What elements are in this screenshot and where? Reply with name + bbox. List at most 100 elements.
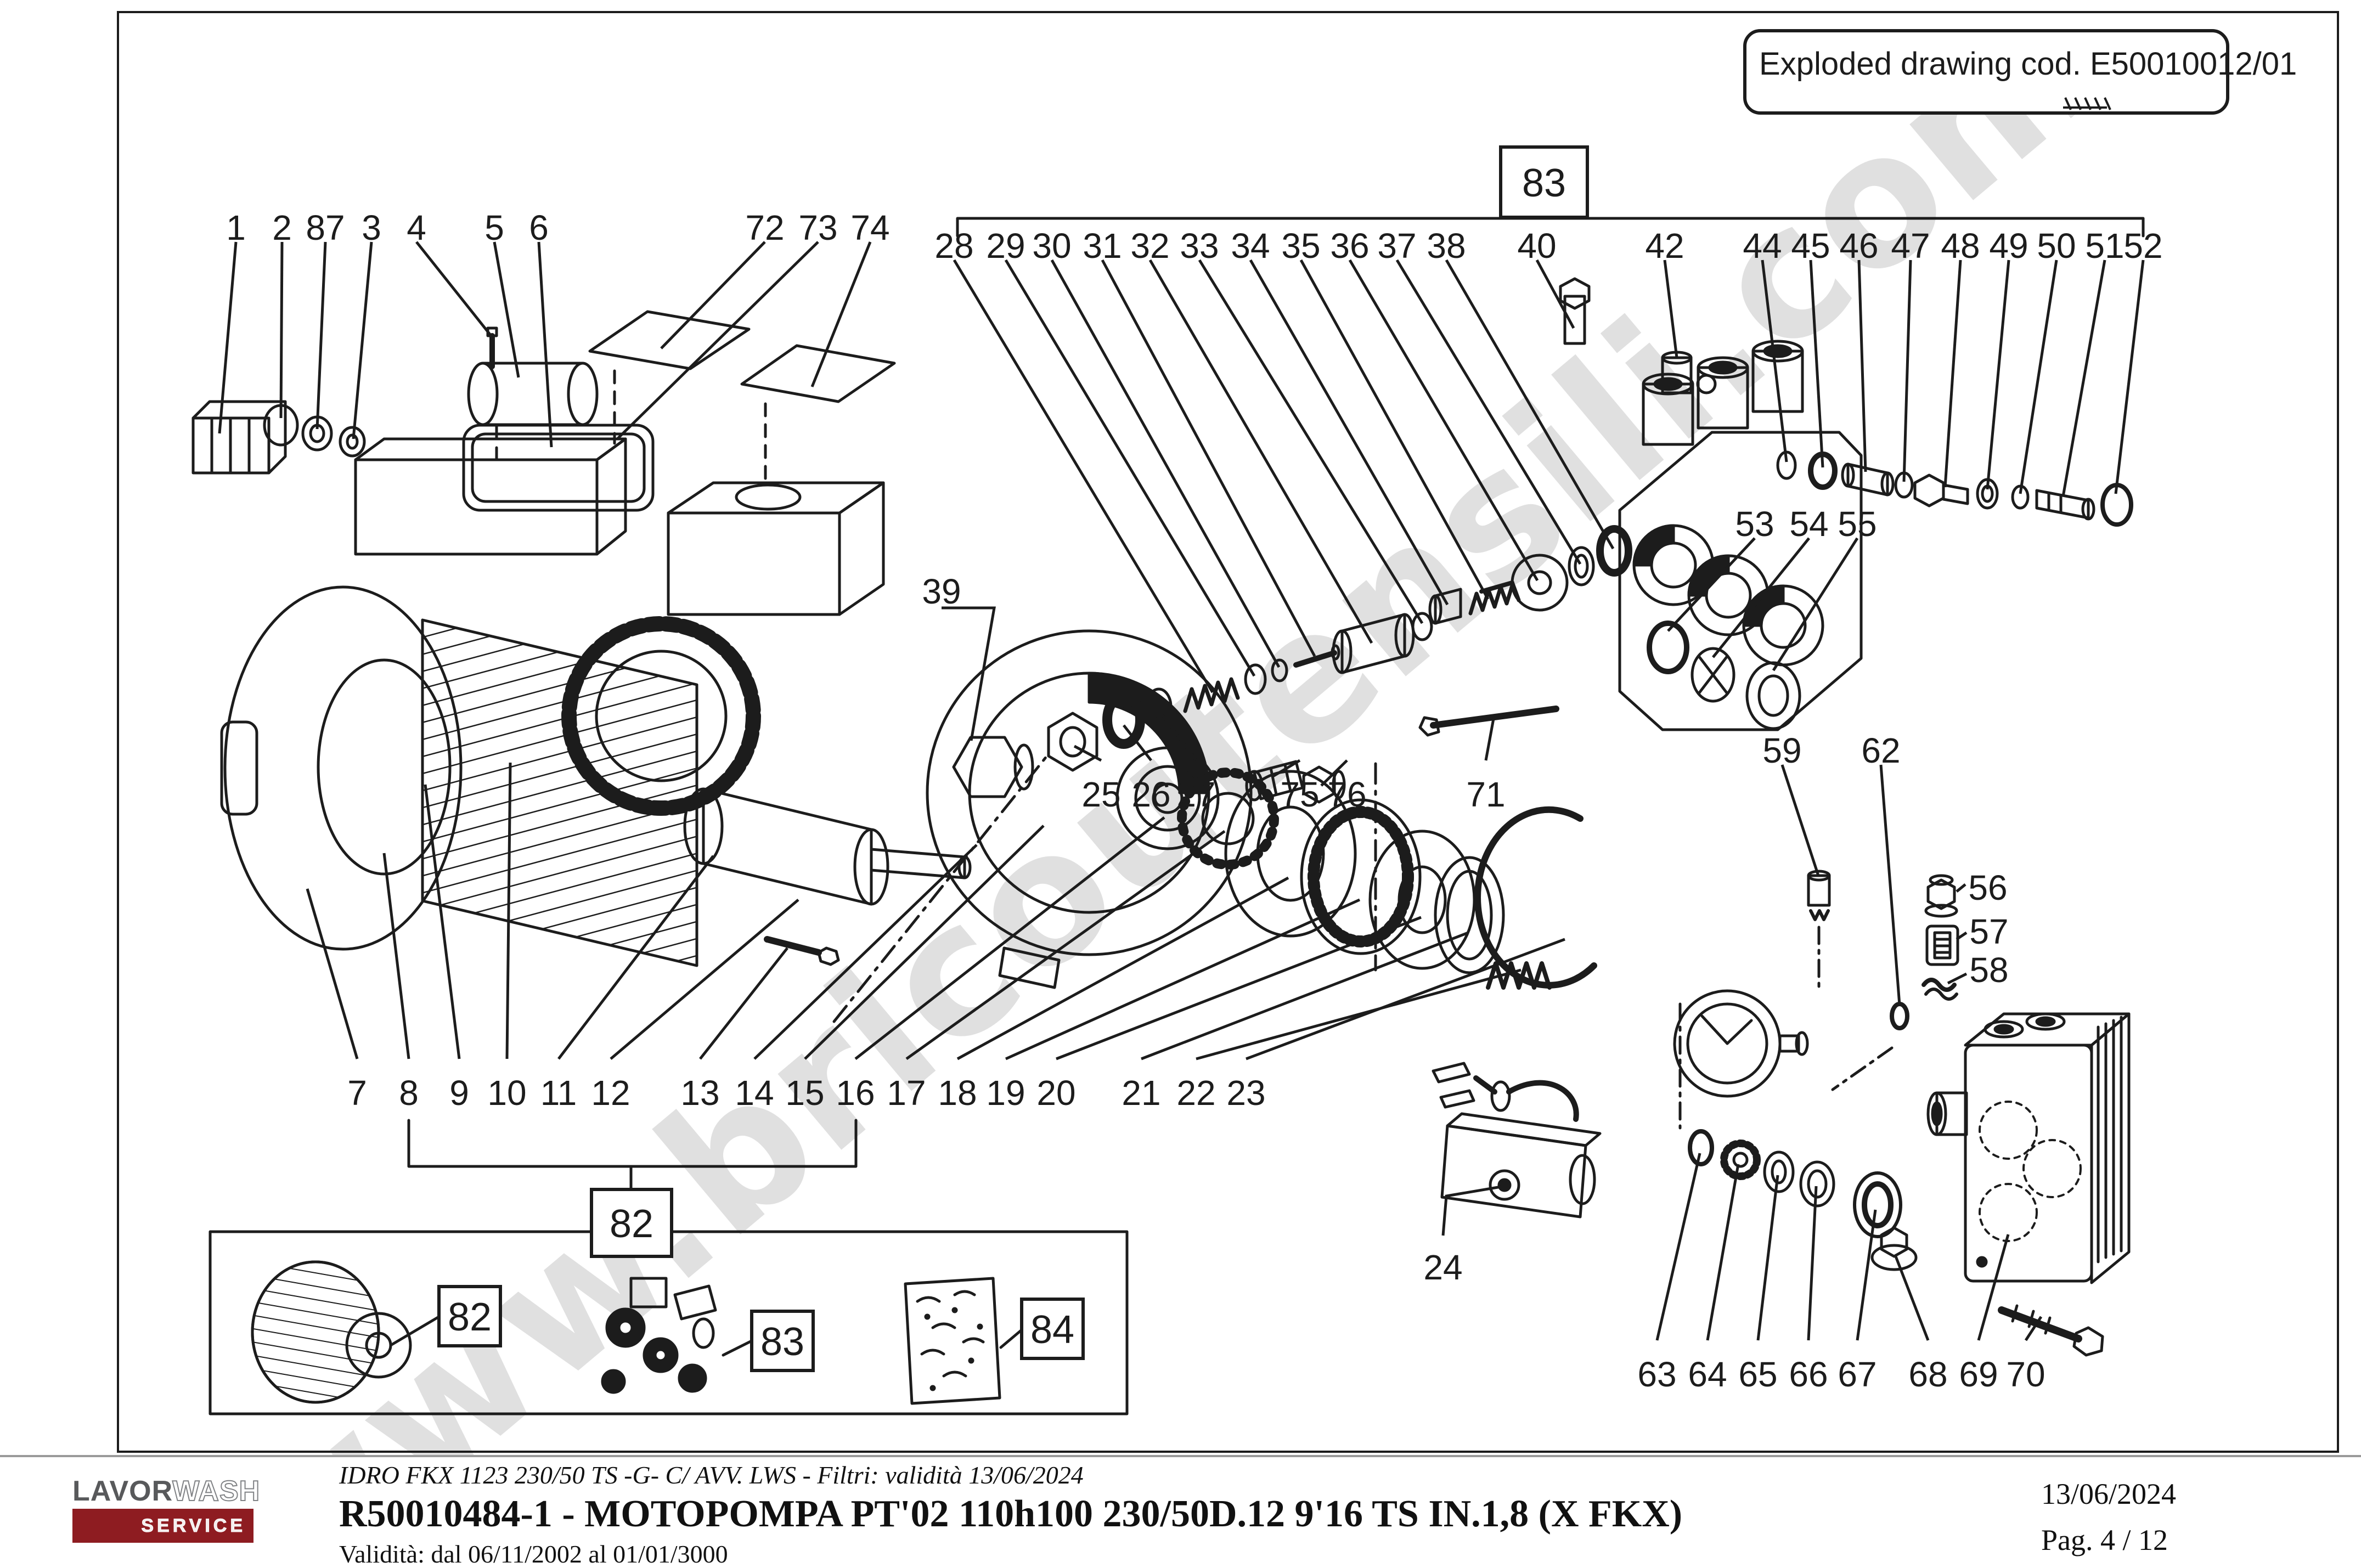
- callout-36: 36: [1330, 226, 1369, 266]
- callout-10: 10: [487, 1073, 526, 1113]
- leader-48: [1943, 260, 1962, 488]
- callout-29: 29: [986, 226, 1025, 266]
- callout-50: 50: [2037, 226, 2076, 266]
- callout-17: 17: [887, 1073, 926, 1113]
- leader-49: [1986, 260, 2010, 490]
- callout-32: 32: [1130, 226, 1169, 266]
- leader-8: [382, 853, 410, 1059]
- callout-63: 63: [1637, 1355, 1676, 1394]
- leader-16: [854, 816, 1165, 1060]
- leader-18: [956, 876, 1289, 1061]
- callout-13: 13: [680, 1073, 719, 1113]
- leader-59: [1780, 764, 1820, 876]
- leader-32: [1148, 259, 1373, 644]
- leader-9: [424, 784, 461, 1059]
- callout-49: 49: [1989, 226, 2028, 266]
- callout-20: 20: [1036, 1073, 1075, 1113]
- leader-20: [1056, 916, 1422, 1061]
- leader-47: [1902, 260, 1912, 482]
- callout-11: 11: [540, 1073, 577, 1113]
- leader-67: [1856, 1209, 1877, 1341]
- label-box-group-82-mid: [590, 1188, 673, 1258]
- callout-28: 28: [934, 226, 973, 266]
- callout-7: 7: [347, 1073, 367, 1113]
- leader-76: [1320, 759, 1348, 787]
- callout-25: 25: [1081, 775, 1120, 814]
- leader-62: [1879, 764, 1901, 1006]
- callout-54: 54: [1789, 504, 1828, 544]
- model-line: IDRO FKX 1123 230/50 TS -G- C/ AVV. LWS …: [339, 1461, 1084, 1489]
- callout-27: 27: [1176, 775, 1215, 814]
- callout-15: 15: [785, 1073, 824, 1113]
- leader-30: [1050, 259, 1281, 668]
- document-title: R50010484-1 - MOTOPOMPA PT'02 110h100 23…: [339, 1493, 1683, 1535]
- leader-3: [352, 241, 373, 439]
- leader-72: [660, 241, 766, 349]
- callout-57: 57: [1969, 912, 2008, 951]
- callout-73: 73: [798, 208, 837, 247]
- leader-23: [1246, 938, 1565, 1061]
- leader-7: [306, 888, 359, 1059]
- valve-block: [1678, 1002, 2131, 1357]
- callout-75: 75: [1280, 775, 1319, 814]
- callout-34: 34: [1231, 226, 1270, 266]
- leader-17: [905, 830, 1226, 1061]
- label-text-inset-82: 82: [448, 1295, 492, 1339]
- leader-45: [1809, 260, 1824, 468]
- leader-27: [1157, 709, 1198, 762]
- motor-drawing: [220, 585, 972, 967]
- callout-66: 66: [1789, 1355, 1828, 1394]
- callout-69: 69: [1959, 1355, 1998, 1394]
- callout-71: 71: [1466, 775, 1505, 814]
- gauge-unloader-assembly: [1673, 870, 1959, 1098]
- callout-39: 39: [922, 572, 961, 611]
- small-print-scribble: [2063, 97, 2111, 110]
- leader-58: [1947, 972, 1968, 985]
- leader-2: [279, 241, 284, 419]
- leader-14: [753, 844, 978, 1060]
- leader-74: [810, 241, 872, 387]
- leader-73: [616, 241, 819, 440]
- inset-assemblies-box: [209, 1230, 1129, 1415]
- footer-page-number: Pag. 4 / 12: [2041, 1523, 2168, 1556]
- leader-1: [218, 241, 238, 434]
- label-box-inset-83: [750, 1310, 815, 1372]
- label-text-inset-84: 84: [1030, 1308, 1074, 1352]
- leader-10: [505, 762, 512, 1059]
- leader-19: [1005, 898, 1361, 1061]
- footer-text-block: IDRO FKX 1123 230/50 TS -G- C/ AVV. LWS …: [339, 1463, 1682, 1567]
- leader-40: [1535, 259, 1575, 329]
- callout-62: 62: [1861, 731, 1900, 770]
- exploded-code-box: Exploded drawing cod. E50010012/01: [1743, 29, 2297, 115]
- callout-72: 72: [745, 208, 784, 247]
- callout-19: 19: [986, 1073, 1025, 1113]
- leader-35: [1299, 259, 1490, 600]
- callout-48: 48: [1941, 226, 1980, 266]
- callout-2: 2: [272, 208, 292, 247]
- leader-56: [1956, 883, 1966, 893]
- inset-block-84: [904, 1277, 1023, 1405]
- exploded-code-text: Exploded drawing cod. E50010012/01: [1759, 46, 2297, 82]
- inset-motor-82: [251, 1260, 441, 1404]
- callout-70: 70: [2006, 1355, 2045, 1394]
- callout-33: 33: [1180, 226, 1219, 266]
- leader-71: [1484, 718, 1495, 761]
- validity-line: Validità: dal 06/11/2002 al 01/01/3000: [339, 1540, 728, 1568]
- callout-12: 12: [591, 1073, 630, 1113]
- leader-25: [1073, 744, 1102, 762]
- leader-15: [804, 825, 1045, 1060]
- leader-37: [1395, 259, 1582, 565]
- footer-divider: [0, 1455, 2361, 1457]
- callout-3: 3: [362, 208, 381, 247]
- callout-4: 4: [407, 208, 426, 247]
- callout-52: 52: [2123, 226, 2162, 266]
- logo-service-text: SERVICE: [141, 1515, 246, 1536]
- callout-1: 1: [226, 208, 246, 247]
- logo-wordmark: LAVORWASH: [72, 1475, 260, 1508]
- callout-87: 87: [306, 208, 345, 247]
- callout-76: 76: [1327, 775, 1366, 814]
- leader-29: [1004, 259, 1256, 677]
- leader-39: [942, 606, 996, 741]
